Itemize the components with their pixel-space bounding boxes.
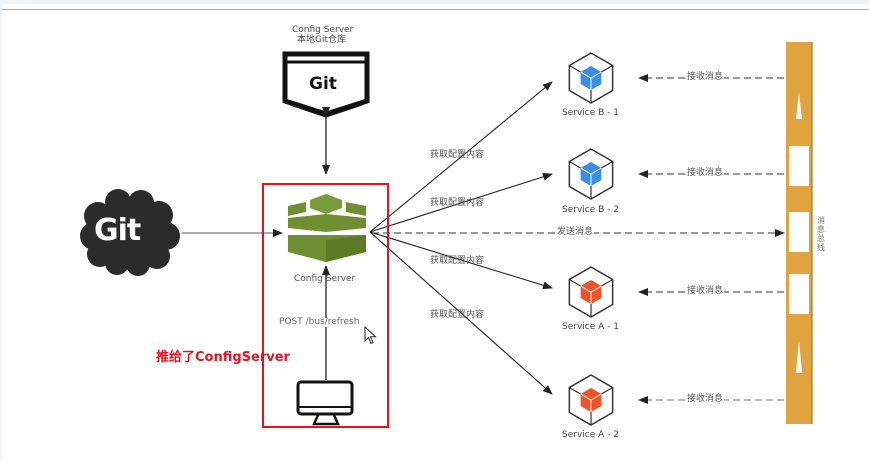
fetch-config-arrows [369, 81, 553, 395]
service-a2-label: Service A - 2 [562, 430, 619, 440]
mouse-cursor-icon [364, 326, 377, 345]
send-message-label: 发送消息 [556, 227, 595, 237]
service-a1-label: Service A - 1 [562, 322, 619, 332]
post-refresh-label: POST /bus/refresh [278, 317, 361, 327]
highlight-box [262, 183, 389, 428]
service-b2-label: Service B - 2 [562, 205, 619, 215]
receive-label-b2: 接收消息 [686, 168, 725, 178]
receive-label-b1: 接收消息 [686, 72, 725, 82]
fetch-label-b2: 获取配置内容 [430, 198, 485, 208]
remote-git-label: Git [94, 213, 141, 248]
receive-message-arrows [638, 74, 784, 404]
service-a1-icon [568, 266, 614, 318]
remote-git-cloud-icon [80, 189, 180, 276]
config-repo-badge: Git [309, 74, 337, 94]
fetch-label-a1: 获取配置内容 [430, 256, 485, 266]
service-b1-label: Service B - 1 [562, 108, 619, 118]
annotation-text: 推给了ConfigServer [156, 350, 290, 365]
top-divider [2, 9, 869, 10]
receive-label-a1: 接收消息 [686, 286, 725, 296]
receive-label-a2: 接收消息 [686, 394, 725, 404]
message-bus-label: 消息总线 [817, 216, 825, 252]
config-server-label: Config Server [294, 274, 356, 284]
config-server-icon [288, 194, 366, 262]
fetch-label-a2: 获取配置内容 [430, 310, 485, 320]
diagram-canvas: Config Server 本地Git仓库 Git Git Config Ser… [2, 4, 869, 461]
service-b1-icon [568, 52, 614, 104]
service-a2-icon [568, 374, 614, 426]
fetch-label-b1: 获取配置内容 [430, 150, 485, 160]
diagram-graphics [80, 42, 813, 426]
client-monitor-icon [296, 380, 354, 426]
message-bus-icon [786, 42, 813, 424]
service-b2-icon [568, 148, 614, 200]
config-repo-subtitle: 本地Git仓库 [297, 35, 347, 45]
config-repo-title: Config Server [292, 25, 354, 35]
